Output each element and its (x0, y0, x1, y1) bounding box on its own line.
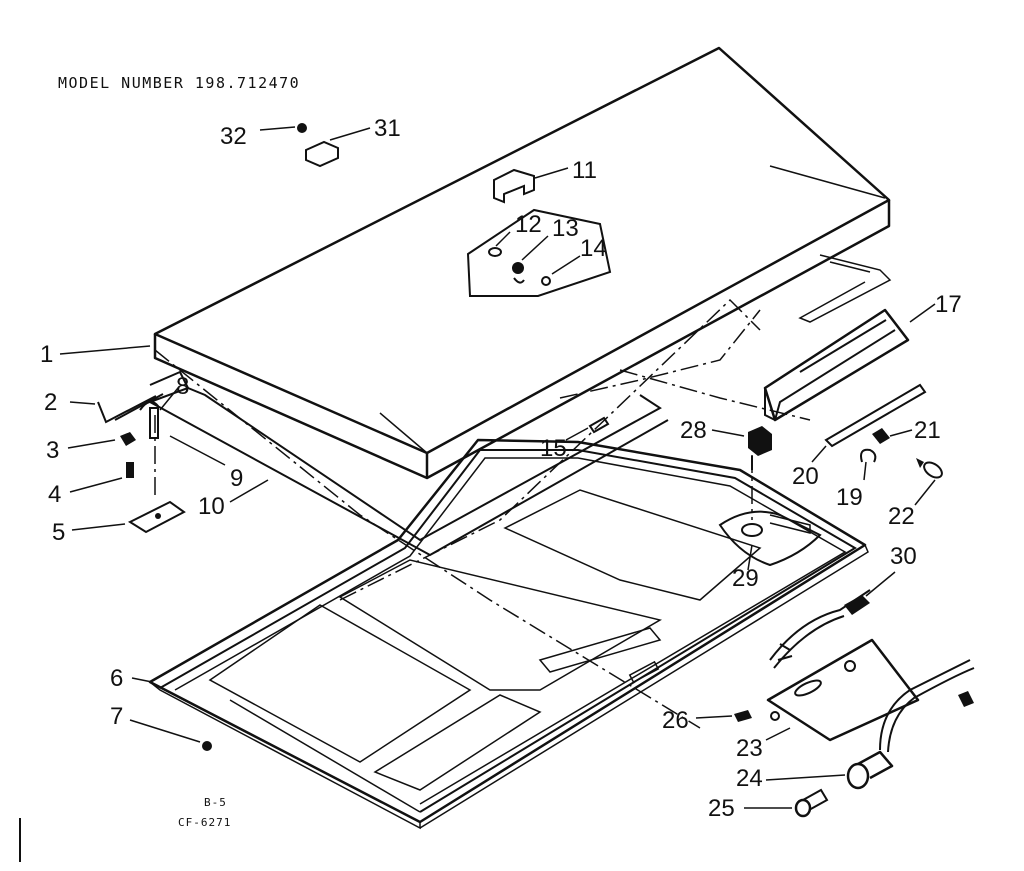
callout-13: 13 (552, 215, 579, 242)
power-cord (769, 589, 871, 669)
callout-8: 8 (176, 373, 189, 400)
light-parts (824, 383, 943, 479)
callout-14: 14 (580, 235, 607, 262)
lid-clip (493, 168, 535, 204)
callout-31: 31 (374, 115, 401, 142)
callout-30: 30 (890, 543, 917, 570)
callout-11: 11 (572, 157, 597, 184)
callout-1: 1 (40, 341, 53, 368)
corner-screw (202, 741, 212, 751)
callout-32: 32 (220, 123, 247, 150)
callout-24: 24 (736, 765, 763, 792)
callout-7: 7 (110, 703, 123, 730)
callout-26: 26 (662, 707, 689, 734)
callout-25: 25 (708, 795, 735, 822)
callout-20: 20 (792, 463, 819, 490)
plate-screw (734, 710, 752, 722)
footer-code-1: B-5 (204, 796, 227, 809)
screw (588, 416, 610, 434)
callout-9: 9 (230, 465, 243, 492)
switch (748, 426, 772, 470)
callout-12: 12 (515, 211, 542, 238)
callout-28: 28 (680, 417, 707, 444)
model-number-label: MODEL NUMBER 198.712470 (58, 74, 300, 92)
lamp-socket (794, 659, 975, 818)
callout-23: 23 (736, 735, 763, 762)
callout-5: 5 (52, 519, 65, 546)
callout-19: 19 (836, 484, 863, 511)
callout-29: 29 (732, 565, 759, 592)
callout-10: 10 (198, 493, 225, 520)
callout-4: 4 (48, 481, 61, 508)
callout-15: 15 (540, 435, 567, 462)
callout-22: 22 (888, 503, 915, 530)
hinge-parts (97, 393, 186, 534)
lid-handle (763, 308, 910, 422)
callout-17: 17 (935, 291, 962, 318)
drain (718, 510, 822, 567)
callout-6: 6 (110, 665, 123, 692)
callout-2: 2 (44, 389, 57, 416)
callout-3: 3 (46, 437, 59, 464)
cabinet-top (148, 438, 869, 830)
lid (153, 46, 891, 480)
detail-inset (466, 208, 612, 297)
hinge-bracket (297, 123, 339, 168)
leaders (59, 126, 936, 809)
callout-21: 21 (914, 417, 941, 444)
footer-code-2: CF-6271 (178, 816, 231, 829)
cover-plate (766, 638, 920, 742)
